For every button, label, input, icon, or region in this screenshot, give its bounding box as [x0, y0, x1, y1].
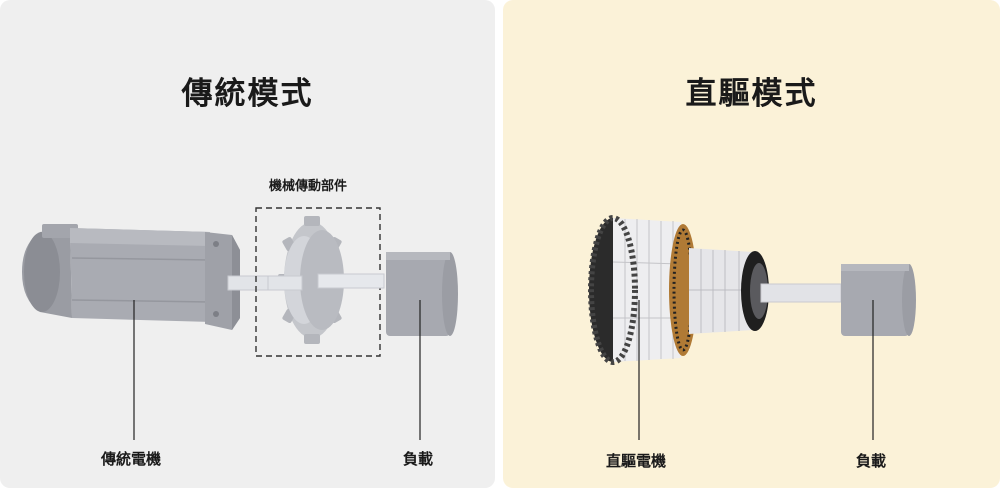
direct-drive-load-illustration — [841, 264, 916, 336]
traditional-mode-title: 傳統模式 — [181, 76, 314, 112]
direct-drive-mode-panel: 直驅模式 — [503, 0, 1000, 488]
direct-drive-mode-title: 直驅模式 — [685, 76, 818, 112]
traditional-mode-illustration — [22, 207, 458, 440]
traditional-load-illustration — [386, 252, 458, 336]
traditional-motor-illustration — [22, 224, 269, 330]
direct-drive-illustration — [588, 215, 916, 440]
gear-illustration — [255, 207, 385, 357]
traditional-load-label: 負載 — [403, 450, 434, 468]
direct-drive-motor-illustration — [588, 215, 842, 365]
transmission-parts-label: 機械傳動部件 — [269, 179, 348, 194]
direct-drive-load-label: 負載 — [856, 452, 887, 470]
traditional-motor-label: 傳統電機 — [101, 450, 162, 468]
direct-drive-motor-label: 直驅電機 — [606, 452, 667, 470]
traditional-mode-panel: 傳統模式 — [0, 0, 495, 488]
